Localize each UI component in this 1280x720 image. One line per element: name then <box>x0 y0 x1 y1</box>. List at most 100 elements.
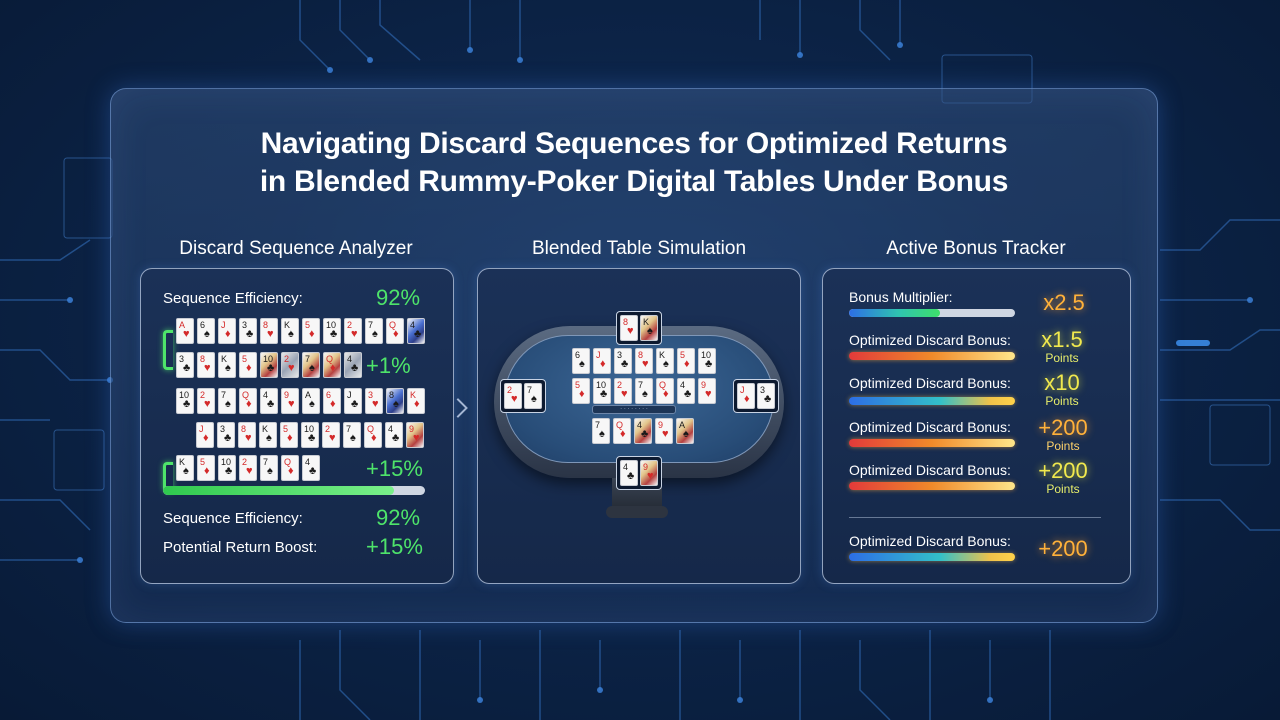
playing-card[interactable]: 9♥ <box>640 460 658 486</box>
playing-card[interactable]: 5♦ <box>197 455 215 481</box>
playing-card[interactable]: K♠ <box>281 318 299 344</box>
playing-card[interactable]: 7♠ <box>343 422 361 448</box>
card-row-1: A♥6♠J♦3♣8♥K♠5♦10♣2♥7♠Q♦4♣ <box>176 318 425 344</box>
playing-card[interactable]: J♦ <box>737 383 755 409</box>
playing-card[interactable]: 4♣ <box>620 460 638 486</box>
playing-card[interactable]: 2♥ <box>504 383 522 409</box>
sequence-progress-fill <box>163 486 394 495</box>
playing-card[interactable]: 8♥ <box>238 422 256 448</box>
playing-card[interactable]: J♦ <box>593 348 611 374</box>
playing-card[interactable]: 8♠ <box>386 388 404 414</box>
playing-card[interactable]: 2♥ <box>614 378 632 404</box>
card-row-5: K♠5♦10♣2♥7♠Q♦4♣ <box>176 455 320 481</box>
playing-card[interactable]: 4♣ <box>385 422 403 448</box>
playing-card[interactable]: 6♠ <box>197 318 215 344</box>
playing-card[interactable]: 6♦ <box>323 388 341 414</box>
bonus-value-5: +200 <box>1038 458 1088 483</box>
playing-card[interactable]: Q♦ <box>239 388 257 414</box>
playing-card[interactable]: 8♥ <box>635 348 653 374</box>
playing-card[interactable]: 3♣ <box>239 318 257 344</box>
playing-card[interactable]: 4♣ <box>677 378 695 404</box>
playing-card[interactable]: A♠ <box>302 388 320 414</box>
playing-card[interactable]: 9♥ <box>655 418 673 444</box>
table-card-row-3: 7♠Q♦4♣9♥A♠ <box>592 418 694 444</box>
playing-card[interactable]: 5♦ <box>280 422 298 448</box>
playing-card[interactable]: 5♦ <box>239 352 257 378</box>
playing-card[interactable]: 8♥ <box>620 315 638 341</box>
playing-card[interactable]: 3♣ <box>217 422 235 448</box>
playing-card[interactable]: 2♥ <box>197 388 215 414</box>
playing-card[interactable]: 6♠ <box>572 348 590 374</box>
bonus-divider <box>849 517 1101 518</box>
card-row-2: 3♣8♥K♠5♦10♣2♥7♠Q♦4♣ <box>176 352 362 378</box>
playing-card[interactable]: 10♣ <box>698 348 716 374</box>
seat-left-hand[interactable]: 2♥7♠ <box>500 379 546 413</box>
card-row-3: 10♣2♥7♠Q♦4♣9♥A♠6♦J♣3♥8♠K♦ <box>176 388 425 414</box>
playing-card[interactable]: 2♥ <box>239 455 257 481</box>
playing-card[interactable]: K♠ <box>176 455 194 481</box>
playing-card[interactable]: K♦ <box>407 388 425 414</box>
playing-card[interactable]: A♠ <box>676 418 694 444</box>
playing-card[interactable]: K♠ <box>640 315 658 341</box>
row-boost-2: +15% <box>366 456 423 481</box>
playing-card[interactable]: 10♣ <box>176 388 194 414</box>
playing-card[interactable]: 2♥ <box>281 352 299 378</box>
playing-card[interactable]: K♠ <box>218 352 236 378</box>
playing-card[interactable]: Q♦ <box>386 318 404 344</box>
playing-card[interactable]: 4♣ <box>302 455 320 481</box>
playing-card[interactable]: J♦ <box>196 422 214 448</box>
playing-card[interactable]: 3♥ <box>365 388 383 414</box>
playing-card[interactable]: Q♦ <box>656 378 674 404</box>
playing-card[interactable]: K♠ <box>259 422 277 448</box>
playing-card[interactable]: 7♠ <box>302 352 320 378</box>
playing-card[interactable]: J♣ <box>344 388 362 414</box>
playing-card[interactable]: 10♣ <box>301 422 319 448</box>
playing-card[interactable]: K♠ <box>656 348 674 374</box>
playing-card[interactable]: 5♦ <box>302 318 320 344</box>
playing-card[interactable]: 5♦ <box>677 348 695 374</box>
seat-top-hand[interactable]: 8♥K♠ <box>616 311 662 345</box>
efficiency-value: 92% <box>376 505 421 530</box>
playing-card[interactable]: 10♣ <box>323 318 341 344</box>
bonus-label-3: Optimized Discard Bonus: <box>849 375 1011 391</box>
playing-card[interactable]: A♥ <box>176 318 194 344</box>
playing-card[interactable]: 8♥ <box>197 352 215 378</box>
playing-card[interactable]: 2♥ <box>344 318 362 344</box>
playing-card[interactable]: Q♦ <box>364 422 382 448</box>
playing-card[interactable]: Q♦ <box>281 455 299 481</box>
playing-card[interactable]: 3♣ <box>614 348 632 374</box>
playing-card[interactable]: 10♣ <box>593 378 611 404</box>
playing-card[interactable]: 4♣ <box>260 388 278 414</box>
pot-label: · · · · · · · · <box>592 405 676 414</box>
seat-right-hand[interactable]: J♦3♣ <box>733 379 779 413</box>
playing-card[interactable]: 2♥ <box>322 422 340 448</box>
playing-card[interactable]: 10♣ <box>260 352 278 378</box>
playing-card[interactable]: 7♠ <box>365 318 383 344</box>
playing-card[interactable]: Q♦ <box>613 418 631 444</box>
playing-card[interactable]: 7♠ <box>524 383 542 409</box>
playing-card[interactable]: 8♥ <box>260 318 278 344</box>
playing-card[interactable]: 5♦ <box>572 378 590 404</box>
playing-card[interactable]: 9♥ <box>406 422 424 448</box>
playing-card[interactable]: 4♣ <box>634 418 652 444</box>
playing-card[interactable]: 3♣ <box>757 383 775 409</box>
playing-card[interactable]: 9♥ <box>281 388 299 414</box>
playing-card[interactable]: 7♠ <box>592 418 610 444</box>
bonus-label-6: Optimized Discard Bonus: <box>849 533 1011 549</box>
playing-card[interactable]: 10♣ <box>218 455 236 481</box>
playing-card[interactable]: 7♠ <box>218 388 236 414</box>
bonus-label-4: Optimized Discard Bonus: <box>849 419 1011 435</box>
playing-card[interactable]: 4♣ <box>407 318 425 344</box>
playing-card[interactable]: Q♦ <box>323 352 341 378</box>
playing-card[interactable]: 7♠ <box>635 378 653 404</box>
analyzer-heading: Discard Sequence Analyzer <box>179 238 413 259</box>
playing-card[interactable]: 3♣ <box>176 352 194 378</box>
playing-card[interactable]: 7♠ <box>260 455 278 481</box>
row-boost-1: +1% <box>366 353 411 378</box>
seat-bottom-hand[interactable]: 4♣9♥ <box>616 456 662 490</box>
playing-card[interactable]: 4♣ <box>344 352 362 378</box>
return-boost-value: +15% <box>366 534 423 559</box>
playing-card[interactable]: 9♥ <box>698 378 716 404</box>
playing-card[interactable]: J♦ <box>218 318 236 344</box>
